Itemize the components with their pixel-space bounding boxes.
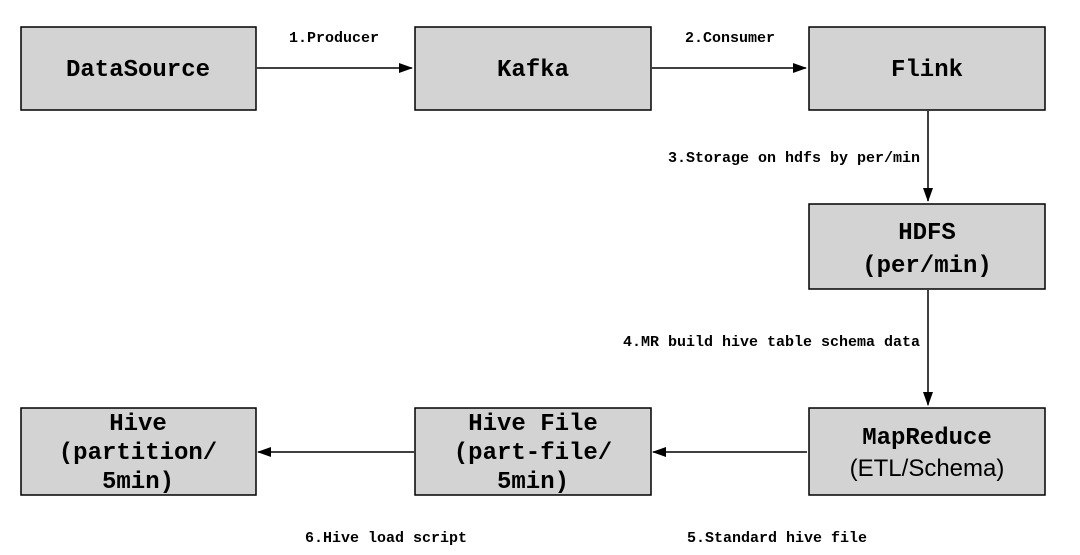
node-flink: Flink [808,26,1046,111]
edge-hive-load: 6.Hive load script [257,447,467,547]
node-hive: Hive (partition/ 5min) [20,407,257,496]
edge-label-standard-hive-file: 5.Standard hive file [687,530,867,547]
node-hive-sublabel: (partition/ [59,440,217,467]
edge-label-mr-build: 4.MR build hive table schema data [623,334,920,351]
node-mapreduce-sublabel: (ETL/Schema) [850,455,1005,482]
node-hive-label: Hive [109,411,167,438]
edge-consumer: 2.Consumer [652,30,807,73]
node-hdfs-sublabel: (per/min) [862,253,992,280]
node-hivefile-label: Hive File [468,411,598,438]
edge-label-hive-load: 6.Hive load script [305,530,467,547]
edge-label-consumer: 2.Consumer [685,30,775,47]
node-datasource-label: DataSource [66,57,210,84]
edge-storage: 3.Storage on hdfs by per/min [668,111,933,202]
node-hive-sublabel-2: 5min) [102,469,174,496]
node-kafka: Kafka [414,26,652,111]
node-hdfs-label: HDFS [898,220,956,247]
edge-label-producer: 1.Producer [289,30,379,47]
node-flink-label: Flink [891,57,963,84]
edge-standard-hive-file: 5.Standard hive file [652,447,867,547]
node-kafka-label: Kafka [497,57,569,84]
node-hivefile-sublabel: (part-file/ [454,440,612,467]
node-hivefile-sublabel-2: 5min) [497,469,569,496]
edge-label-storage: 3.Storage on hdfs by per/min [668,150,920,167]
node-mapreduce: MapReduce (ETL/Schema) [808,407,1046,496]
node-hivefile: Hive File (part-file/ 5min) [414,407,652,496]
node-hdfs: HDFS (per/min) [808,203,1046,290]
edge-mr-build: 4.MR build hive table schema data [623,290,933,406]
node-datasource: DataSource [20,26,257,111]
node-mapreduce-label: MapReduce [862,425,992,452]
edge-producer: 1.Producer [257,30,413,73]
